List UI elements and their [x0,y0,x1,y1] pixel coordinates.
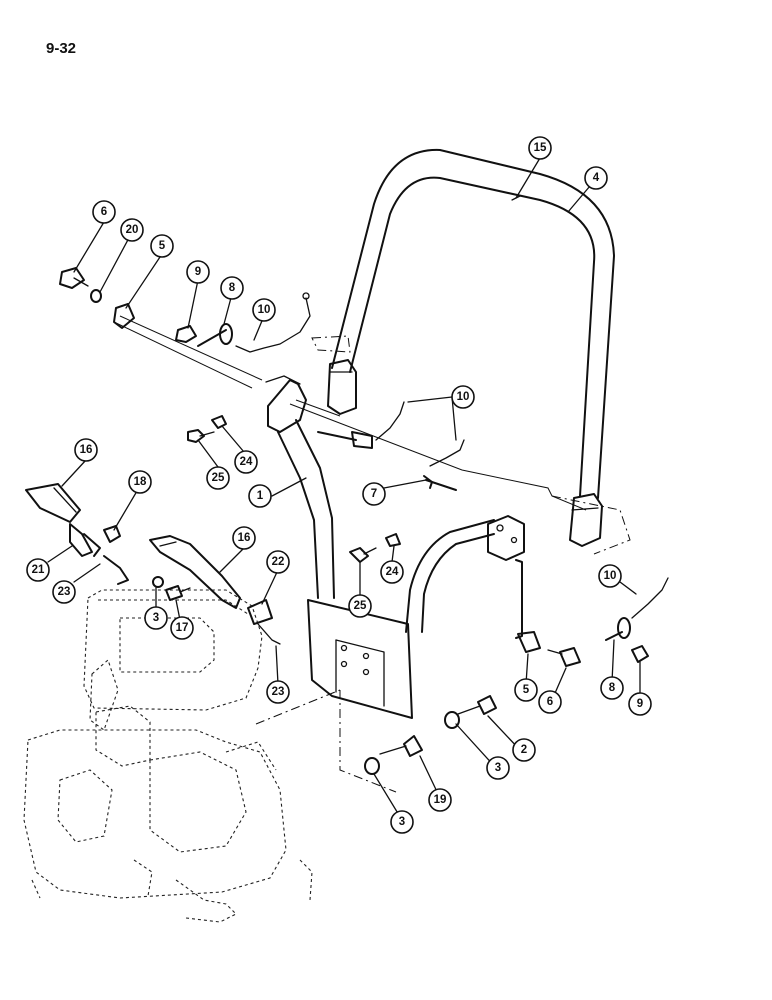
callout-25: 25 [348,594,372,618]
callout-9: 9 [628,692,652,716]
callout-19: 19 [428,788,452,812]
svg-text:16: 16 [80,444,93,456]
callout-8: 8 [220,276,244,300]
svg-text:5: 5 [159,240,166,252]
callout-3: 3 [390,810,414,834]
svg-text:8: 8 [229,282,236,294]
callout-9: 9 [186,260,210,284]
callout-6: 6 [538,690,562,714]
callout-16: 16 [232,526,256,550]
svg-text:3: 3 [399,816,405,828]
callout-25: 25 [206,466,230,490]
svg-text:9: 9 [637,698,643,710]
svg-text:24: 24 [240,456,253,468]
roll-bar-upper-hoop [327,148,615,547]
svg-text:17: 17 [176,622,189,634]
callout-16: 16 [74,438,98,462]
callout-10: 10 [451,385,475,409]
svg-text:25: 25 [212,472,225,484]
callout-21: 21 [26,558,50,582]
cross-tube [113,315,631,793]
callout-18: 18 [128,470,152,494]
callout-10: 10 [598,564,622,588]
rops-main-frame [265,375,525,719]
callout-23: 23 [266,680,290,704]
callout-4: 4 [584,166,608,190]
callout-20: 20 [120,218,144,242]
svg-text:2: 2 [521,744,527,756]
svg-text:10: 10 [457,391,470,403]
callout-6: 6 [92,200,116,224]
svg-text:22: 22 [272,556,285,568]
svg-text:6: 6 [547,696,553,708]
hardware [59,267,669,775]
callout-1: 1 [248,484,272,508]
svg-text:24: 24 [386,566,399,578]
callout-3: 3 [486,756,510,780]
svg-text:16: 16 [238,532,251,544]
svg-text:8: 8 [609,682,616,694]
callout-3: 3 [144,606,168,630]
callout-17: 17 [170,616,194,640]
callout-24: 24 [234,450,258,474]
svg-text:25: 25 [354,600,367,612]
svg-text:18: 18 [134,476,147,488]
callout-2: 2 [512,738,536,762]
svg-text:23: 23 [272,686,285,698]
callout-15: 15 [528,136,552,160]
callout-23: 23 [52,580,76,604]
svg-text:9: 9 [195,266,201,278]
seat-belt-parts [25,483,281,645]
svg-text:3: 3 [153,612,159,624]
svg-text:20: 20 [126,224,139,236]
page-number: 9-32 [46,40,77,57]
callout-8: 8 [600,676,624,700]
leader-lines [47,157,641,821]
svg-text:1: 1 [257,490,264,502]
callout-22: 22 [266,550,290,574]
callout-5: 5 [150,234,174,258]
svg-text:4: 4 [593,172,600,184]
svg-text:7: 7 [371,488,377,500]
svg-text:21: 21 [32,564,45,576]
svg-text:15: 15 [534,142,547,154]
svg-text:19: 19 [434,794,447,806]
callout-7: 7 [362,482,386,506]
svg-text:10: 10 [604,570,617,582]
svg-text:3: 3 [495,762,501,774]
svg-text:23: 23 [58,586,71,598]
tractor-outline [23,589,313,923]
callout-24: 24 [380,560,404,584]
callout-10: 10 [252,298,276,322]
svg-text:10: 10 [258,304,271,316]
callout-5: 5 [514,678,538,702]
svg-text:5: 5 [523,684,530,696]
svg-text:6: 6 [101,206,107,218]
